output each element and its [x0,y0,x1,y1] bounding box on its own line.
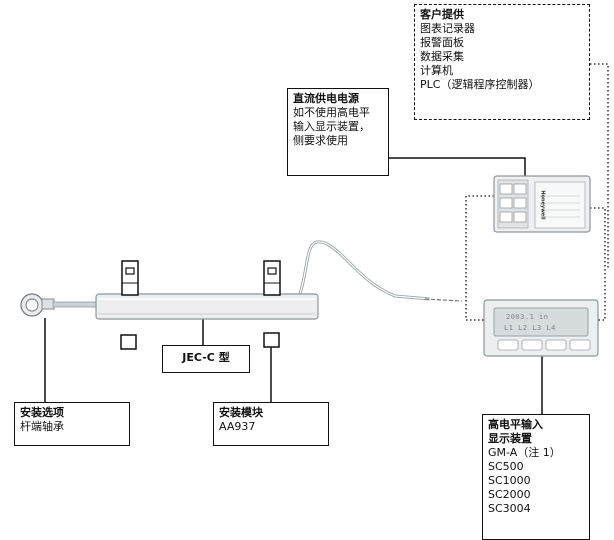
mounting-option-title: 安装选项 [20,406,64,419]
mounting-block-small-left-icon [120,334,137,350]
customer-item: 计算机 [420,64,453,77]
rod-end-bearing-icon [20,293,99,317]
customer-item: PLC（逻辑程序控制器） [420,78,540,91]
mounting-module-line: AA937 [219,420,256,433]
display-screen-line-1: 2003.1 in [506,313,549,321]
line-customer-dotted [590,63,609,270]
display-item: SC3004 [488,502,531,515]
module-brand-label: Honeywell [539,190,546,220]
sensor-model-label: JEC-C 型 [162,345,250,373]
dc-power-line: 输入显示装置， [293,120,370,133]
mounting-module-title: 安装模块 [219,406,263,419]
customer-supplied-title: 客户提供 [420,8,464,21]
cable-end [424,298,463,302]
mounting-block-small-right-icon [263,332,280,348]
mounting-option-box: 安装选项 杆端轴承 [14,402,130,446]
line-module-display-dotted [465,195,494,321]
mounting-module-box: 安装模块 AA937 [213,402,329,446]
dc-power-supply-box: 直流供电电源 如不使用高电平 输入显示装置， 侧要求使用 [287,88,389,176]
mounting-option-line: 杆端轴承 [20,420,64,433]
high-level-display-box: 高电平输入 显示装置 GM-A（注 1） SC500 SC1000 SC2000… [482,414,590,540]
high-level-display-icon [483,299,599,357]
dc-power-line: 侧要求使用 [293,134,348,147]
display-title-line: 显示装置 [488,432,532,445]
display-item: SC500 [488,460,524,473]
dc-power-line: 如不使用高电平 [293,106,370,119]
customer-item: 数据采集 [420,50,464,63]
customer-item: 报警面板 [420,36,464,49]
mounting-block-upright-left-icon [121,260,139,296]
display-item: SC2000 [488,488,531,501]
display-title-line: 高电平输入 [488,418,543,431]
mounting-block-upright-right-icon [263,260,281,296]
dc-power-supply-title: 直流供电电源 [293,92,359,105]
display-item: SC1000 [488,474,531,487]
display-screen-line-2: L1 L2 L3 L4 [504,324,556,332]
customer-item: 图表记录器 [420,22,475,35]
jec-c-sensor-body [95,293,319,320]
line-dc-power [387,140,526,176]
customer-supplied-box: 客户提供 图表记录器 报警面板 数据采集 计算机 PLC（逻辑程序控制器） [414,4,590,120]
signal-module-icon [493,175,591,233]
sensor-cable [298,240,431,301]
display-item: GM-A（注 1） [488,446,561,459]
